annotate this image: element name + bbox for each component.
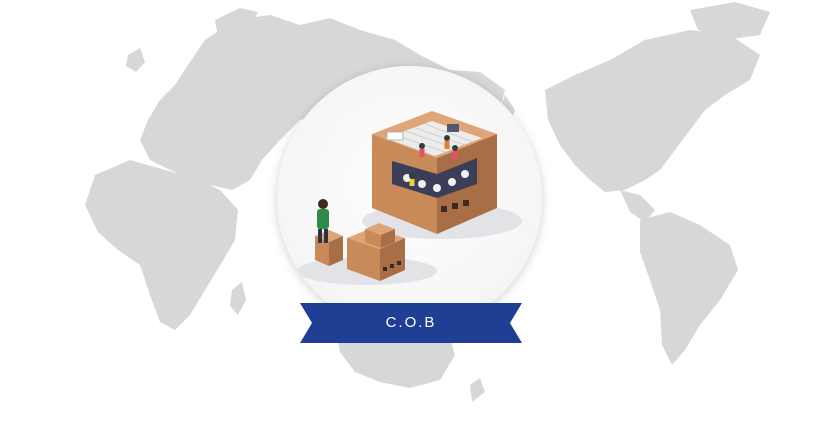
- large-box-icon: [372, 111, 497, 234]
- worker-icon: [315, 199, 343, 266]
- map-africa: [85, 160, 238, 330]
- map-madagascar: [230, 282, 246, 315]
- warehouse-illustration: [297, 111, 522, 285]
- illustration-circle: [277, 66, 542, 331]
- map-uk: [126, 48, 145, 72]
- map-greenland: [690, 2, 770, 40]
- map-central-america: [620, 190, 655, 222]
- ribbon-label: C.O.B: [385, 314, 437, 331]
- map-scandinavia: [215, 8, 258, 40]
- ribbon-banner: [300, 303, 522, 343]
- map-new-zealand: [470, 378, 485, 402]
- map-south-america: [640, 212, 738, 365]
- map-north-america: [545, 30, 760, 192]
- box-stack-icon: [347, 223, 405, 281]
